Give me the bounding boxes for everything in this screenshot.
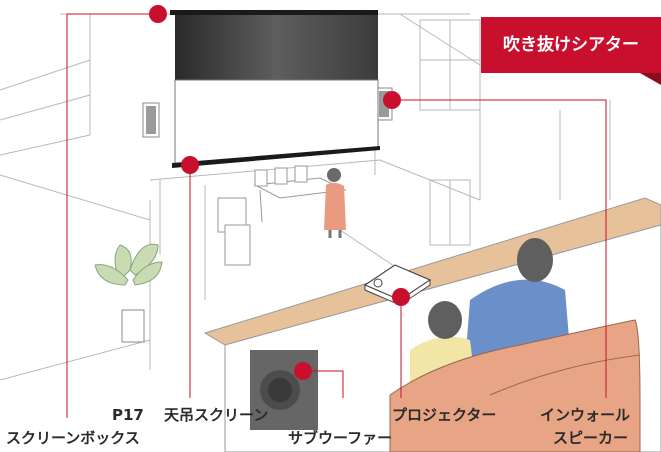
ceiling-screen bbox=[170, 10, 380, 168]
subwoofer-label: サブウーファー bbox=[288, 429, 393, 447]
callout-dots bbox=[149, 5, 410, 380]
projector-label: プロジェクター bbox=[392, 406, 497, 424]
dining-area bbox=[217, 165, 347, 266]
projector-marker bbox=[392, 288, 410, 306]
standing-person bbox=[324, 168, 346, 238]
ceiling-screen-label: 天吊スクリーン bbox=[164, 406, 269, 424]
in-wall-speaker-marker bbox=[383, 91, 401, 109]
windows bbox=[419, 19, 481, 246]
callout-lines bbox=[66, 13, 607, 418]
plant bbox=[94, 243, 163, 343]
screen-box-label: スクリーンボックス bbox=[6, 429, 140, 447]
title-badge: 吹き抜けシアター bbox=[503, 35, 639, 55]
wall-speaker-left bbox=[142, 102, 160, 138]
screen-box-marker bbox=[149, 5, 167, 23]
badge-shape bbox=[481, 17, 661, 85]
in-wall-speaker-label-line2: スピーカー bbox=[553, 429, 629, 447]
ceiling-screen-marker bbox=[181, 156, 199, 174]
sofa bbox=[389, 319, 641, 452]
screen-box-page-label: P17 bbox=[112, 406, 144, 424]
subwoofer-marker bbox=[294, 362, 312, 380]
in-wall-speaker-label-line1: インウォール bbox=[540, 406, 631, 424]
